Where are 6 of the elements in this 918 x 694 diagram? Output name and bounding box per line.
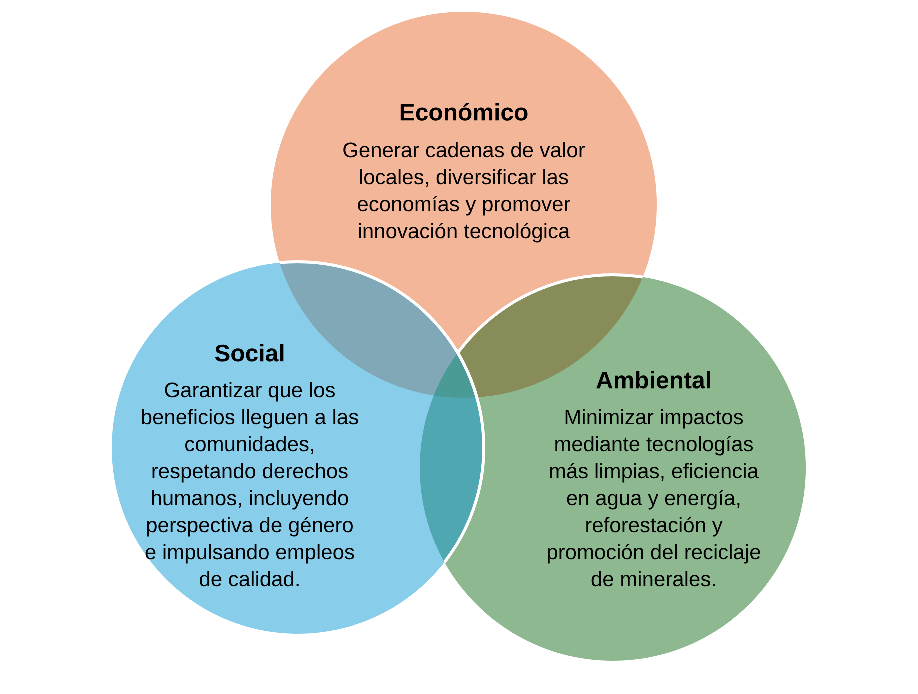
description: Garantizar que los beneficios lleguen a las comunidades, respetando derechos humanos, incluyendo perspectiva de género e impulsando empleos de calidad. — [142, 382, 358, 587]
description: Minimizar impactos mediante tecnologías más limpias, eficiencia en agua y energía, reforestación y promoción del reciclaje de minerales. — [548, 409, 760, 587]
heading: Económico — [400, 103, 528, 121]
heading: Social — [215, 344, 284, 362]
heading: Ambiental — [596, 371, 710, 389]
description: Generar cadenas de valor locales, diversificar las economías y promover innovación tecnológica — [344, 142, 586, 243]
